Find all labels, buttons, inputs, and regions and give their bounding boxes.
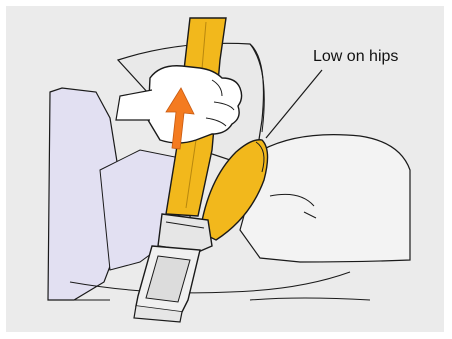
label-leader-line (266, 70, 322, 138)
low-on-hips-label: Low on hips (313, 48, 398, 66)
